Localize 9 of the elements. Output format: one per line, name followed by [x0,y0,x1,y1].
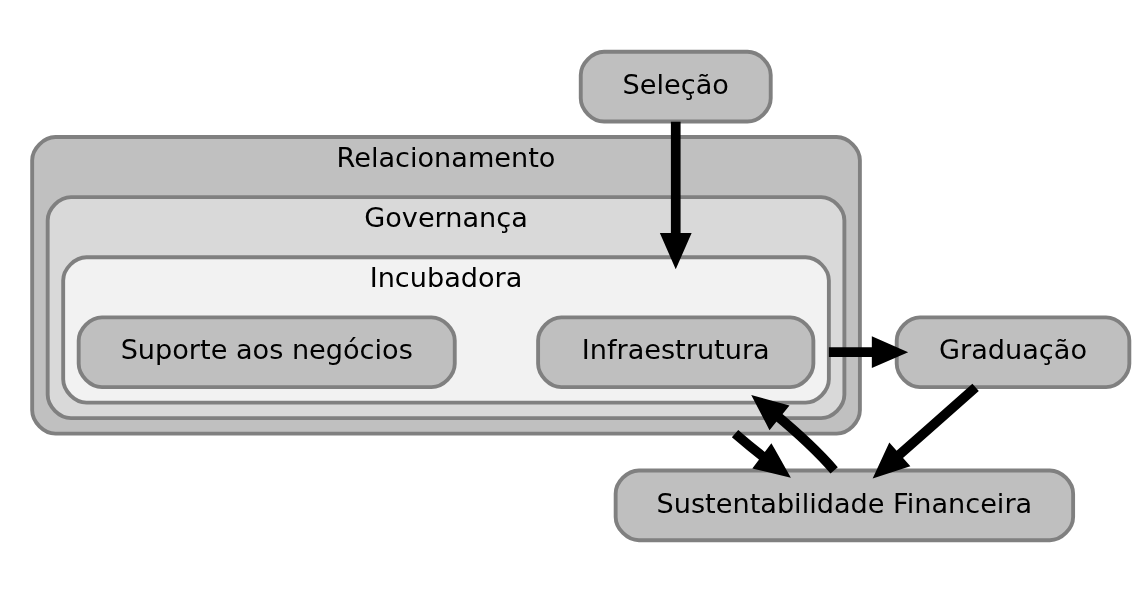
arrow [872,383,979,478]
node-box: Seleção [578,49,773,123]
node-box: Sustentabilidade Financeira [613,468,1076,542]
node-box: Graduação [894,314,1132,389]
arrow [828,335,909,368]
arrow [659,121,692,269]
arrow [731,429,791,478]
node-box: Infraestrutura [536,314,816,389]
node-box: Suporte aos negócios [76,314,457,389]
